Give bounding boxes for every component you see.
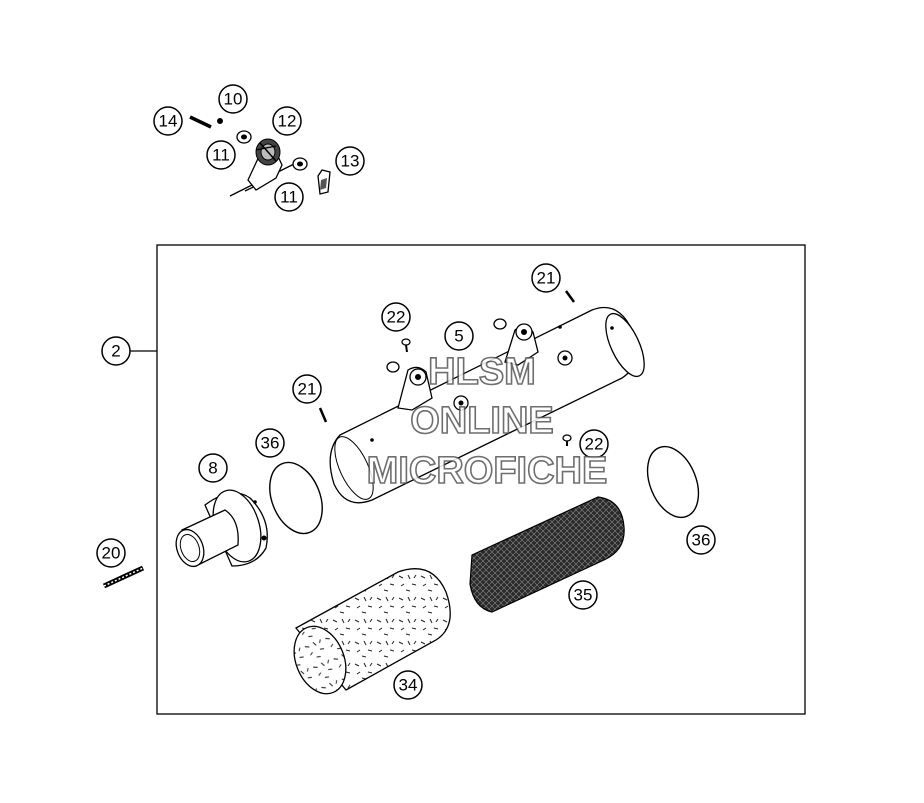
- gasket-36-left: [269, 461, 323, 535]
- watermark: HLSM ONLINE MICROFICHE: [366, 350, 608, 493]
- mount-bracket-left: [386, 361, 469, 411]
- svg-text:34: 34: [399, 676, 418, 695]
- callout-8: 8: [198, 453, 228, 483]
- svg-text:ONLINE: ONLINE: [410, 400, 554, 442]
- gasket-36-right: [646, 445, 700, 519]
- svg-text:20: 20: [102, 544, 121, 563]
- muffler-end-cap: [605, 312, 645, 378]
- svg-text:HLSM: HLSM: [428, 351, 536, 393]
- svg-text:21: 21: [537, 269, 556, 288]
- callout-10: 10: [218, 84, 248, 114]
- mount-bracket-right: [493, 318, 573, 366]
- svg-text:5: 5: [454, 327, 463, 346]
- callout-36-right: 36: [686, 525, 716, 555]
- callout-34: 34: [393, 670, 423, 700]
- svg-text:22: 22: [387, 308, 406, 327]
- callout-11-upper: 11: [206, 140, 236, 170]
- callout-11-lower: 11: [274, 182, 304, 212]
- callout-21-top: 21: [531, 263, 561, 293]
- svg-text:10: 10: [224, 90, 243, 109]
- callout-5: 5: [444, 321, 474, 351]
- wire-mesh-35: [469, 496, 625, 613]
- spring-20: [102, 565, 145, 589]
- callout-12: 12: [272, 106, 302, 136]
- rubber-bushing-12: [255, 138, 281, 166]
- nut-10: [217, 118, 223, 124]
- svg-text:12: 12: [278, 112, 297, 131]
- svg-text:21: 21: [298, 380, 317, 399]
- callout-13: 13: [335, 146, 365, 176]
- svg-text:MICROFICHE: MICROFICHE: [367, 450, 608, 492]
- svg-text:8: 8: [208, 459, 217, 478]
- callout-14: 14: [153, 106, 183, 136]
- svg-text:36: 36: [261, 434, 280, 453]
- callout-21-left: 21: [292, 374, 322, 404]
- svg-text:2: 2: [111, 342, 120, 361]
- screw-22-right: [562, 434, 572, 446]
- assembly-frame: [156, 244, 806, 715]
- callout-20: 20: [96, 538, 126, 568]
- bolt-14: [189, 115, 212, 129]
- svg-text:11: 11: [280, 188, 298, 207]
- callout-36-left: 36: [255, 428, 285, 458]
- end-cap-8: [175, 489, 268, 568]
- callout-22-right: 22: [579, 429, 609, 459]
- svg-text:35: 35: [574, 586, 593, 605]
- screw-22-top: [401, 338, 411, 353]
- callout-22-top: 22: [381, 302, 411, 332]
- callout-2: 2: [101, 336, 131, 366]
- svg-text:22: 22: [585, 435, 604, 454]
- svg-text:14: 14: [159, 112, 178, 131]
- bracket-detail: [189, 115, 331, 197]
- svg-text:13: 13: [341, 152, 360, 171]
- svg-text:11: 11: [212, 146, 230, 165]
- screw-21-left: [318, 407, 328, 423]
- svg-text:36: 36: [692, 531, 711, 550]
- packing-34: [293, 568, 451, 695]
- screw-21-top: [564, 290, 576, 303]
- clip-13: [317, 169, 331, 195]
- callout-35: 35: [568, 580, 598, 610]
